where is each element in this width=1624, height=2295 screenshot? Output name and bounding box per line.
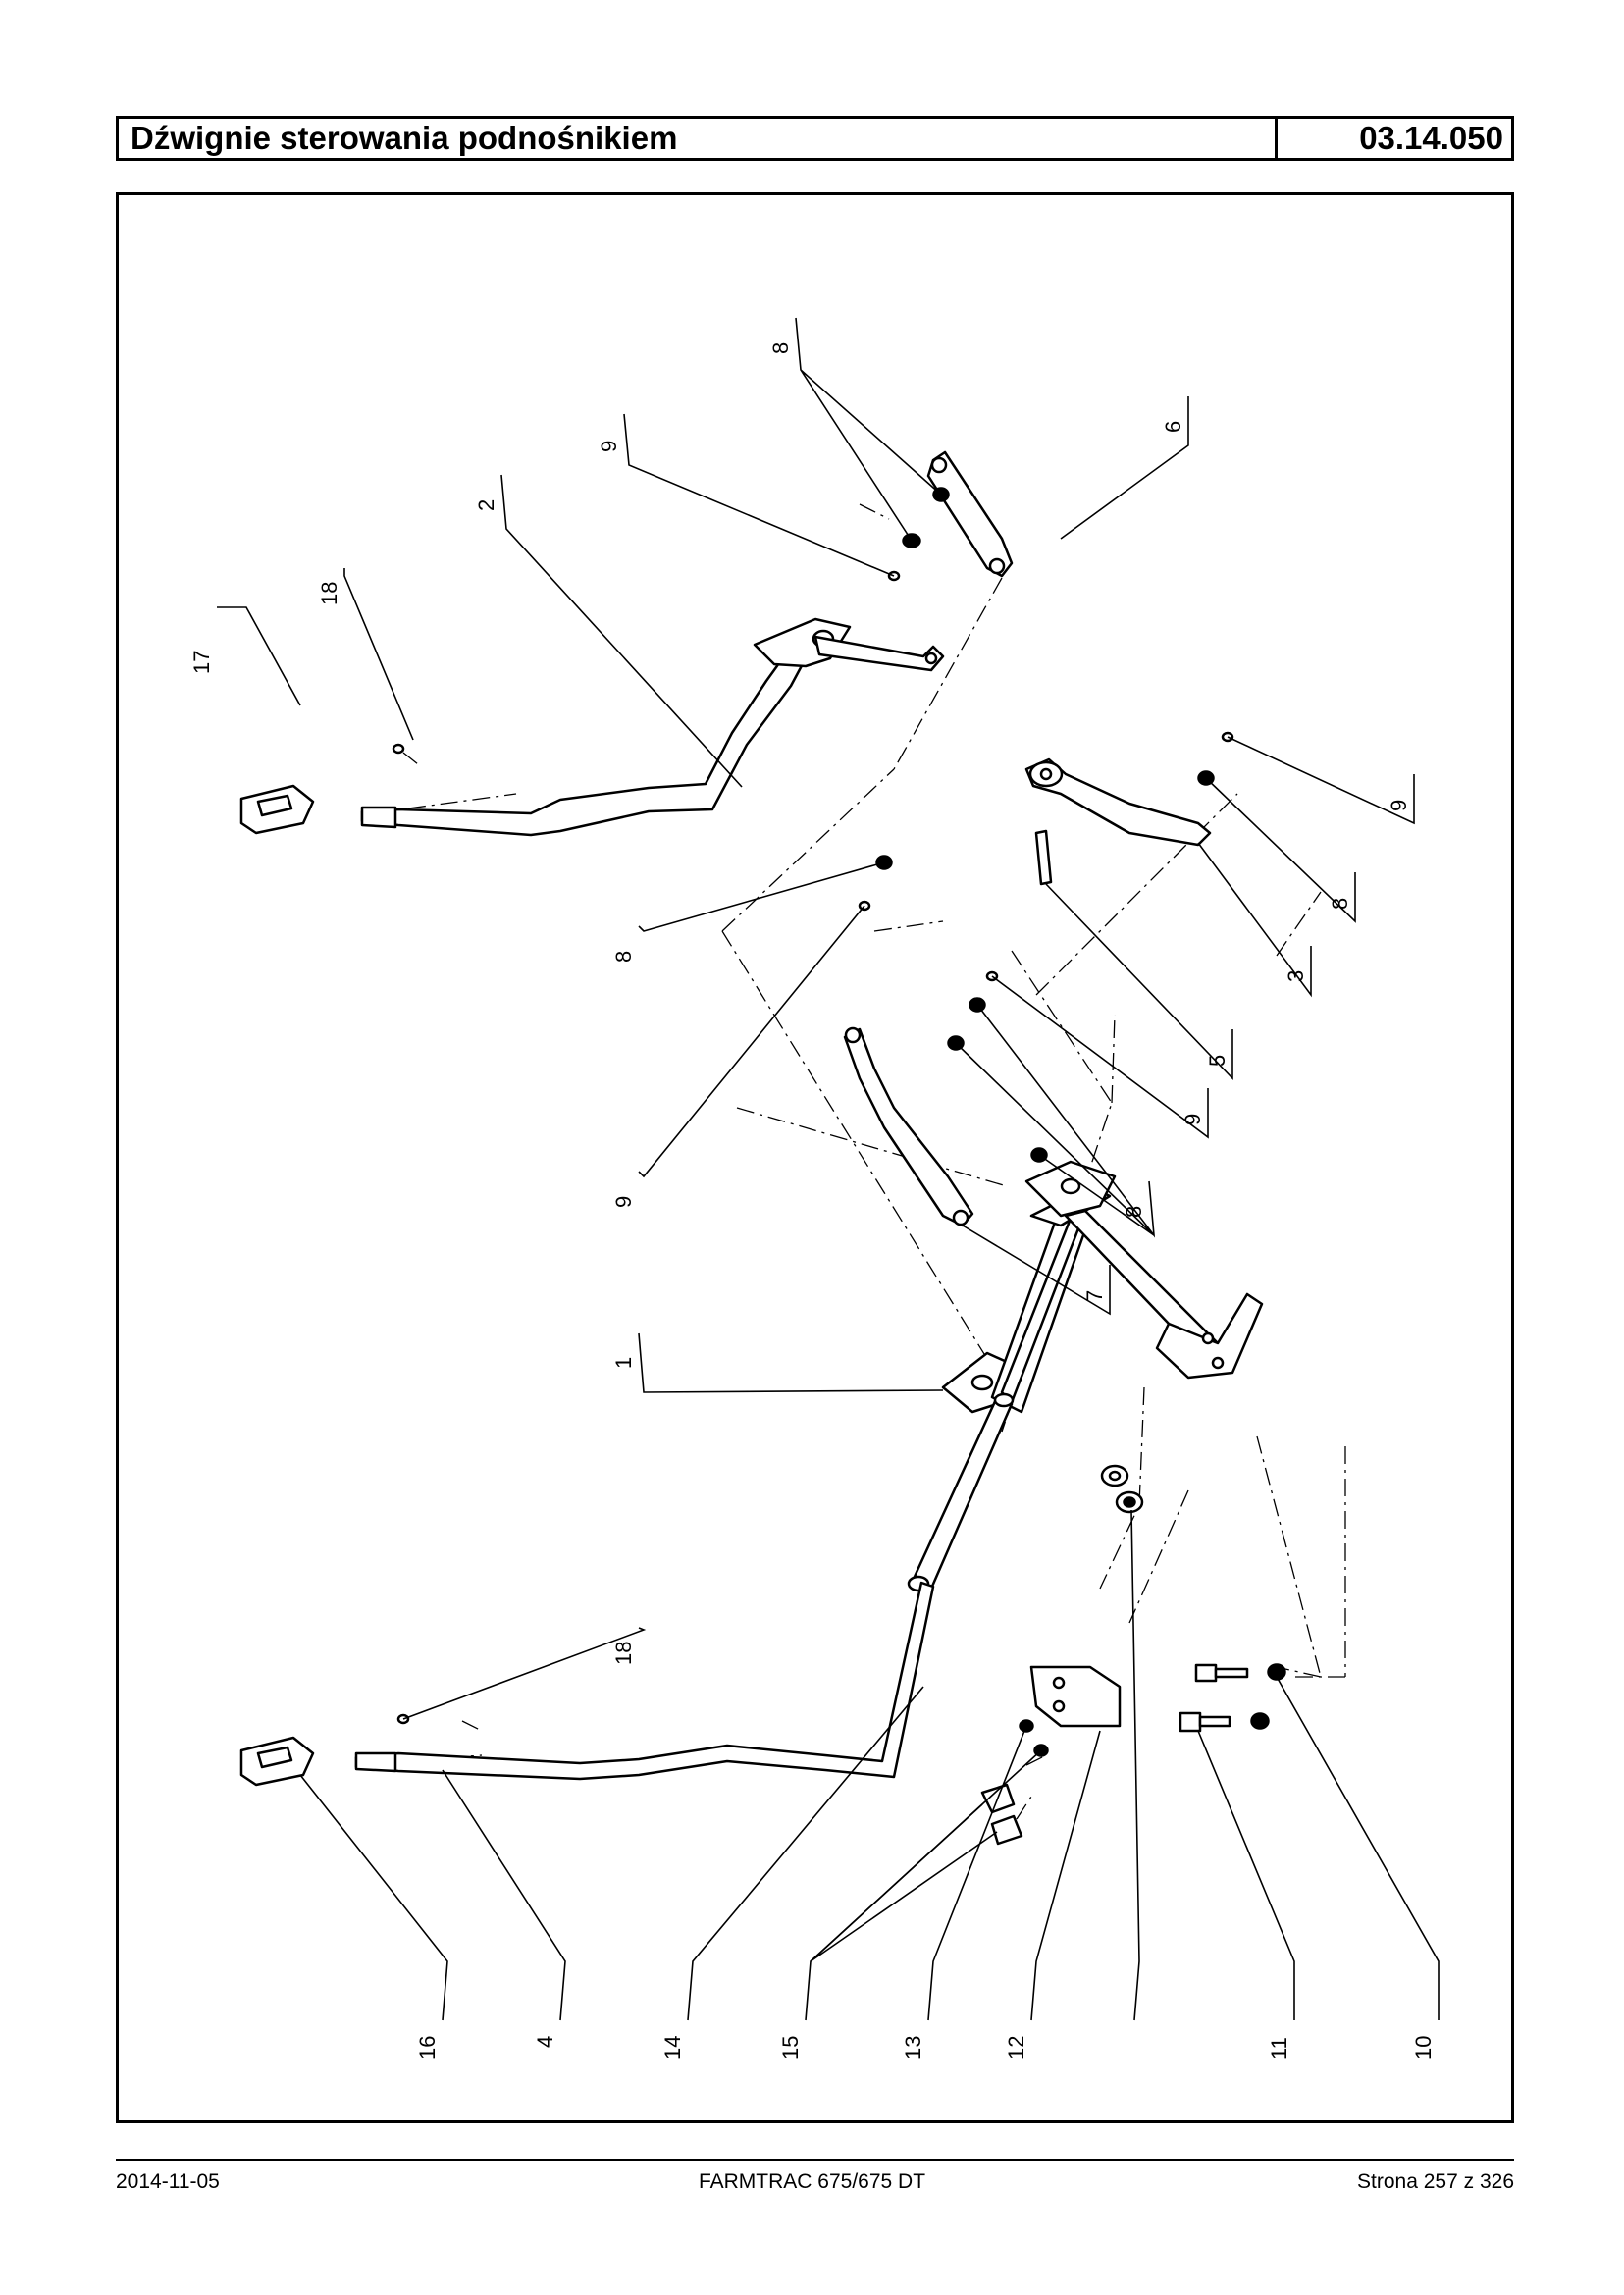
callout-9: 9 bbox=[611, 1196, 636, 1208]
handle-grip-17 bbox=[239, 784, 315, 835]
callout-7: 7 bbox=[1082, 1290, 1107, 1302]
arm-3 bbox=[1024, 757, 1212, 847]
control-lever-2 bbox=[360, 617, 945, 837]
callout-13: 13 bbox=[901, 2036, 925, 2060]
callout-14: 14 bbox=[660, 2036, 685, 2060]
plate-13 bbox=[1029, 1665, 1122, 1728]
exploded-diagram: 17 18 2 9 8 6 9 8 3 5 8 9 9 8 7 1 18 16 … bbox=[116, 192, 1514, 2123]
callout-6: 6 bbox=[1161, 421, 1185, 433]
callout-15: 15 bbox=[778, 2036, 803, 2060]
small-hardware bbox=[392, 487, 1234, 1846]
callout-3: 3 bbox=[1283, 970, 1308, 982]
callout-12: 12 bbox=[1004, 2036, 1028, 2060]
footer-rule bbox=[116, 2159, 1514, 2161]
pin-5 bbox=[1034, 829, 1053, 886]
page-title: Dźwignie sterowania podnośnikiem bbox=[119, 119, 1278, 158]
control-lever-4 bbox=[354, 1581, 935, 1781]
handle-grip-16 bbox=[239, 1736, 315, 1787]
callout-9: 9 bbox=[1387, 800, 1411, 811]
callout-5: 5 bbox=[1205, 1055, 1230, 1067]
callout-10: 10 bbox=[1411, 2036, 1436, 2060]
section-code: 03.14.050 bbox=[1359, 120, 1503, 156]
assembly-lines bbox=[402, 503, 1346, 1820]
shaft-14 bbox=[907, 1392, 1015, 1592]
callout-17: 17 bbox=[189, 651, 214, 674]
callout-1: 1 bbox=[611, 1357, 636, 1369]
callout-8: 8 bbox=[611, 951, 636, 963]
callout-8: 8 bbox=[768, 342, 793, 354]
callout-16: 16 bbox=[415, 2036, 440, 2060]
nuts-10 bbox=[1250, 1663, 1286, 1730]
footer-date: 2014-11-05 bbox=[116, 2170, 220, 2193]
callout-11: 11 bbox=[1267, 2037, 1291, 2060]
footer-page-number: Strona 257 z 326 bbox=[1357, 2170, 1514, 2193]
callout-4: 4 bbox=[533, 2036, 557, 2048]
bolts-11 bbox=[1179, 1663, 1249, 1733]
callout-8: 8 bbox=[1328, 898, 1352, 910]
callout-18: 18 bbox=[611, 1642, 636, 1665]
footer-model: FARMTRAC 675/675 DT bbox=[698, 2170, 926, 2193]
arm-7 bbox=[843, 1026, 974, 1227]
callout-2: 2 bbox=[474, 499, 498, 511]
bracket-1 bbox=[941, 1160, 1264, 1414]
callout-8: 8 bbox=[1122, 1206, 1146, 1218]
link-rod-6 bbox=[926, 450, 1014, 578]
callout-9: 9 bbox=[597, 441, 621, 452]
callout-labels: 17 18 2 9 8 6 9 8 3 5 8 9 9 8 7 1 18 16 … bbox=[189, 342, 1436, 2060]
washers-12 bbox=[1100, 1464, 1144, 1514]
callout-18: 18 bbox=[317, 582, 341, 605]
callout-9: 9 bbox=[1180, 1114, 1205, 1125]
leader-lines bbox=[217, 317, 1440, 2021]
page-header: Dźwignie sterowania podnośnikiem 03.14.0… bbox=[116, 116, 1514, 161]
